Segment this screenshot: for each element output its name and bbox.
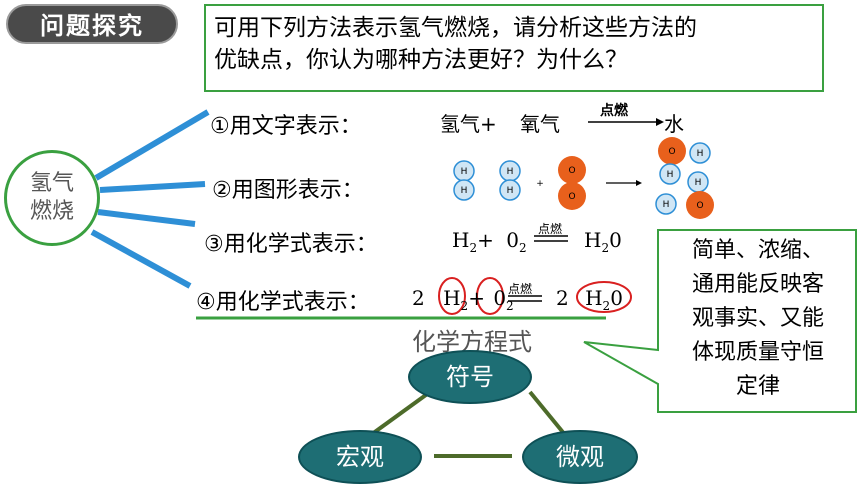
o-atom — [558, 156, 586, 184]
h2o-o-symbol: 0 — [609, 228, 622, 252]
method-3-label: ③用化学式表示： — [204, 232, 378, 257]
o-atom — [686, 191, 714, 219]
o2-symbol: 0 — [493, 286, 507, 310]
h-atom — [659, 163, 681, 185]
word-equation-reactant-1: 氢气+ — [440, 112, 497, 136]
h2-symbol: H — [452, 228, 470, 252]
o2-subscript: 2 — [518, 241, 527, 255]
h2-subscript: 2 — [460, 299, 469, 313]
symbol-node: 符号 — [408, 350, 532, 404]
macro-node: 宏观 — [298, 430, 422, 484]
h2o-subscript: 2 — [602, 299, 611, 313]
section-badge: 问题探究 — [6, 4, 178, 44]
h2o-subscript: 2 — [601, 241, 610, 255]
formula-equation: H2+ 02 — [452, 228, 527, 255]
word-equation-reactant-2: 氧气 — [520, 112, 560, 136]
balanced-equation: 2 H2+ 02 — [412, 286, 514, 313]
hub-line-1: 氢气 — [29, 171, 74, 196]
o2-subscript: 2 — [506, 299, 514, 313]
hub-circle: 氢气 燃烧 — [4, 150, 100, 246]
spoke-2 — [99, 181, 206, 193]
h2o-o-symbol: 0 — [610, 286, 623, 310]
h-atom-label: H — [507, 186, 514, 196]
hub-line-2: 燃烧 — [29, 199, 74, 224]
molecule-plus: + — [536, 179, 544, 189]
h-atom — [655, 193, 677, 215]
balanced-condition: 点燃 — [508, 282, 533, 296]
plus-sign: + — [468, 286, 485, 310]
callout-line-3: 观事实、又能 — [691, 306, 824, 331]
h-atom-label: H — [461, 186, 468, 196]
o-atom — [558, 182, 586, 210]
method-4-label: ④用化学式表示： — [196, 290, 370, 315]
question-box: 可用下列方法表示氢气燃烧，请分析这些方法的 优缺点，你认为哪种方法更好？为什么？ — [204, 4, 824, 92]
h-atom-label: H — [697, 149, 704, 159]
highlight-h2 — [438, 277, 466, 315]
question-line-1: 可用下列方法表示氢气燃烧，请分析这些方法的 — [214, 15, 697, 41]
formula-condition: 点燃 — [538, 222, 563, 236]
word-equation-condition: 点燃 — [600, 103, 628, 119]
h-atom-label: H — [695, 178, 702, 188]
highlight-h2o — [576, 281, 632, 313]
method-1-label: ①用文字表示： — [210, 114, 362, 139]
callout-text: 简单、浓缩、 通用能反映客 观事实、又能 体现质量守恒 定律 — [660, 234, 856, 404]
o-atom — [658, 137, 686, 165]
callout-box — [583, 229, 857, 413]
h-atom-label: H — [461, 167, 468, 177]
highlight-o2 — [476, 277, 504, 315]
coefficient-2: 2 — [556, 286, 569, 310]
spoke-3 — [97, 209, 196, 227]
h-atom — [689, 142, 711, 164]
method-2-label: ②用图形表示： — [212, 178, 364, 203]
o-atom-label: O — [568, 192, 575, 202]
callout-line-5: 定律 — [735, 374, 780, 399]
formula-product: H20 — [584, 228, 622, 255]
o-atom-label: O — [568, 166, 575, 176]
h-atom — [499, 179, 521, 201]
o-atom-label: O — [668, 147, 675, 157]
h-atom-label: H — [507, 167, 514, 177]
h-atom — [453, 179, 475, 201]
spoke-1 — [94, 109, 210, 181]
o2-symbol: 0 — [506, 228, 519, 252]
h-atom-label: H — [667, 170, 674, 180]
h2-subscript: 2 — [469, 241, 478, 255]
micro-node: 微观 — [522, 430, 638, 484]
balanced-product: 2 H20 — [556, 286, 623, 313]
h2o-h-symbol: H — [585, 286, 603, 310]
plus-sign: + — [477, 228, 494, 252]
question-line-2: 优缺点，你认为哪种方法更好？为什么？ — [214, 47, 628, 73]
h2-symbol: H — [443, 286, 461, 310]
spoke-4 — [90, 229, 192, 289]
callout-line-2: 通用能反映客 — [691, 272, 824, 297]
molecule-arrow-head — [636, 180, 642, 186]
h-atom-label: H — [663, 200, 670, 210]
h2o-h-symbol: H — [584, 228, 602, 252]
triangle-right-line — [528, 390, 568, 438]
word-arrow-head — [656, 118, 664, 126]
callout-line-4: 体现质量守恒 — [691, 340, 824, 365]
h2o-molecules: O H H H H O — [655, 137, 714, 219]
o2-molecule: O O — [558, 156, 586, 210]
h2-molecule-1: H H — [453, 160, 475, 201]
callout-line-1: 简单、浓缩、 — [691, 238, 824, 263]
o-atom-label: O — [696, 201, 703, 211]
h2-molecule-2: H H — [499, 160, 521, 201]
word-equation-product: 水 — [664, 112, 684, 136]
triangle-left-line — [370, 390, 432, 436]
coefficient-1: 2 — [412, 286, 425, 310]
